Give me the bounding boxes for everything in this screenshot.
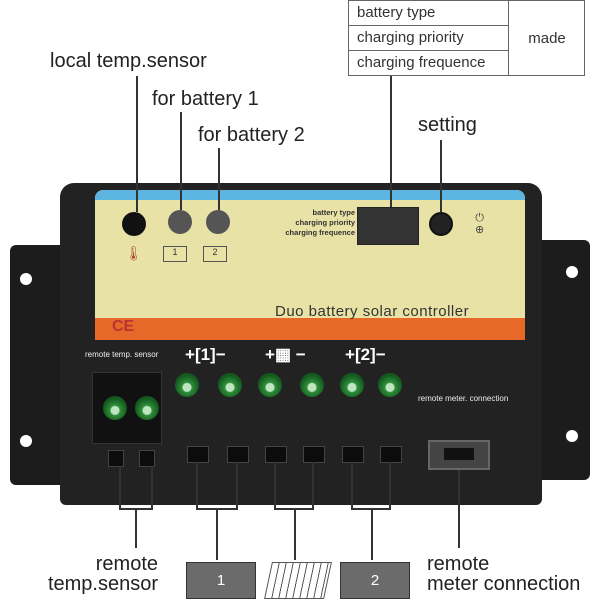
wire-slot xyxy=(380,446,402,463)
bottom-label-remote-temp: remote xyxy=(95,553,158,575)
panel-label: battery type xyxy=(312,208,355,217)
callout-battery-2: for battery 2 xyxy=(198,124,305,146)
terminal-screw xyxy=(378,373,402,397)
terminal-screw xyxy=(258,373,282,397)
ce-mark: CE xyxy=(112,318,135,335)
panel-label: charging frequence xyxy=(285,228,355,237)
leader-line xyxy=(440,140,442,212)
battery-1-led xyxy=(168,210,192,234)
bottom-label-remote-meter: remote xyxy=(427,553,490,575)
front-panel: battery type charging priority charging … xyxy=(95,190,525,340)
panel-label: charging priority xyxy=(295,218,355,227)
leader-line xyxy=(218,148,220,210)
callout-local-temp: local temp.sensor xyxy=(50,50,207,72)
wire-slot xyxy=(303,446,325,463)
minus-sign: − xyxy=(295,345,306,364)
minus-sign: − xyxy=(215,345,226,364)
wire-slot xyxy=(227,446,249,463)
battery-2-led xyxy=(206,210,230,234)
table-row: charging priority xyxy=(349,26,509,51)
power-symbol-icon: ⏻⊕ xyxy=(475,212,485,236)
solar-panel-icon: ▦ xyxy=(274,345,296,364)
table-made-cell: made xyxy=(528,30,566,47)
callout-setting: setting xyxy=(418,114,477,136)
battery-2-illustration: 2 xyxy=(340,562,410,599)
battery-2-icon: 2 xyxy=(203,246,227,262)
bottom-label-remote-meter: meter connection xyxy=(427,573,581,595)
local-temp-sensor xyxy=(122,212,146,236)
plus-sign: + xyxy=(345,345,355,364)
terminal-screw xyxy=(218,373,242,397)
terminal-screw xyxy=(340,373,364,397)
terminal-screw xyxy=(175,373,199,397)
battery-2-icon: [2] xyxy=(354,345,376,364)
remote-temp-sensor-label: remote temp. sensor xyxy=(85,350,159,359)
blue-strip xyxy=(95,190,525,200)
callout-battery-1: for battery 1 xyxy=(152,88,259,110)
terminal-screw xyxy=(300,373,324,397)
settings-table: battery type charging priority charging … xyxy=(348,0,585,76)
wire-slot xyxy=(265,446,287,463)
battery-1-illustration: 1 xyxy=(186,562,256,599)
product-title: Duo battery solar controller xyxy=(275,303,470,320)
remote-meter-label: remote meter. connection xyxy=(418,394,509,403)
leader-line xyxy=(136,76,138,212)
wire-slot xyxy=(108,450,124,467)
battery-1-icon: 1 xyxy=(163,246,187,262)
leader-line xyxy=(180,112,182,210)
terminal-screw xyxy=(103,396,127,420)
plus-sign: + xyxy=(265,345,275,364)
thermometer-icon: 🌡 xyxy=(125,245,143,261)
table-row: battery type xyxy=(349,1,509,26)
setting-button[interactable] xyxy=(429,212,453,236)
rj-meter-port xyxy=(428,440,490,470)
wire-slot xyxy=(187,446,209,463)
leader-line xyxy=(390,76,392,207)
table-row: charging frequence xyxy=(349,51,509,76)
minus-sign: − xyxy=(375,345,386,364)
orange-strip xyxy=(95,318,525,340)
plus-sign: + xyxy=(185,345,195,364)
wire-slot xyxy=(342,446,364,463)
terminal-screw xyxy=(135,396,159,420)
solar-panel-illustration xyxy=(264,562,332,599)
setting-display xyxy=(357,207,419,245)
bottom-label-remote-temp: temp.sensor xyxy=(47,573,158,595)
wire-slot xyxy=(139,450,155,467)
battery-1-icon: [1] xyxy=(194,345,216,364)
